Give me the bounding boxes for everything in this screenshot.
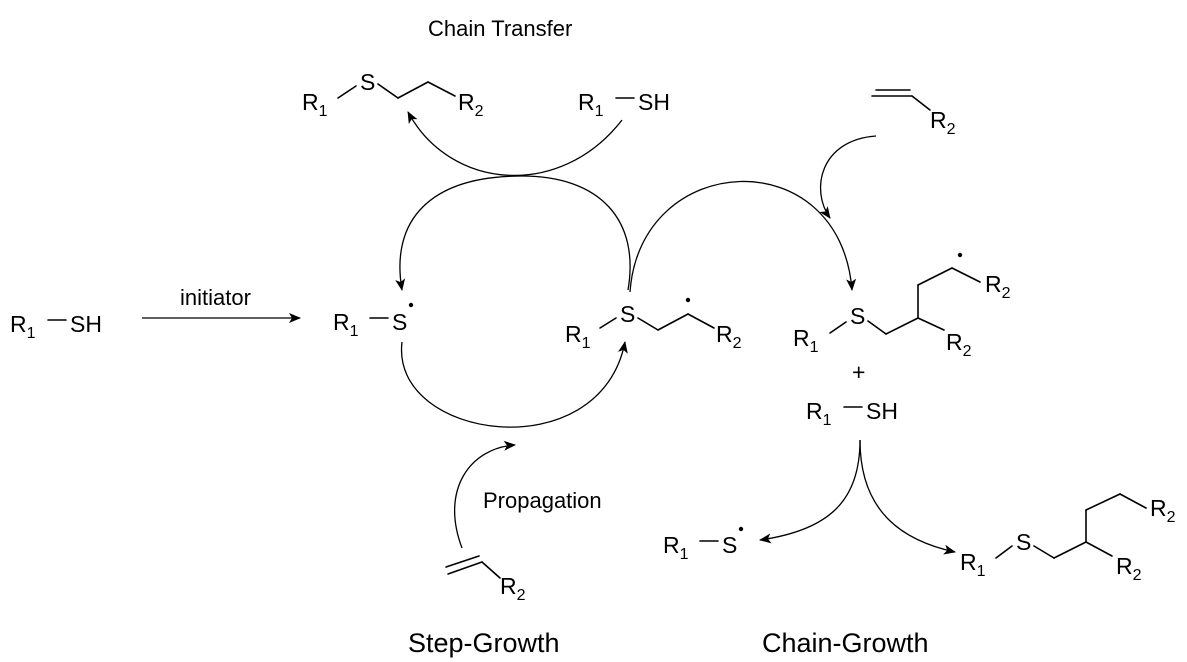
svg-text:S: S <box>392 309 407 335</box>
cycle-bottom-arrow <box>401 341 628 428</box>
carbon-radical-intermediate: R1 S R2 <box>565 297 742 352</box>
svg-text:R2: R2 <box>716 321 742 352</box>
svg-text:R2: R2 <box>930 107 956 138</box>
initiator-label: initiator <box>180 285 251 310</box>
alkene-top-right: R2 <box>871 89 956 138</box>
svg-text:S: S <box>850 303 865 329</box>
chain-transfer-arrow <box>407 111 623 176</box>
cycle-top-left-arrow <box>395 175 523 291</box>
propagation-label: Propagation <box>483 488 602 513</box>
svg-text:R1: R1 <box>793 325 819 356</box>
svg-text:S: S <box>620 301 635 327</box>
split-arrow-to-thiyl <box>759 439 861 544</box>
step-growth-title: Step-Growth <box>408 628 560 658</box>
thiol-chain-growth: R1 SH <box>806 398 898 429</box>
svg-text:R2: R2 <box>1116 553 1142 584</box>
thiol-reactant-left: R1 SH <box>10 311 102 342</box>
chain-transfer-label: Chain Transfer <box>428 16 572 41</box>
svg-text:R1: R1 <box>806 398 832 429</box>
thiyl-radical: R1 S <box>333 302 414 340</box>
alkene-feed-arrow <box>819 135 877 219</box>
propagation-alkene-arrow <box>453 440 516 549</box>
chain-growth-arrow <box>629 180 857 293</box>
alkene-bottom: R2 <box>445 555 526 604</box>
split-arrow-to-product <box>859 439 956 555</box>
radical-dot <box>957 252 963 258</box>
chain-growth-product: R1 S R2 R2 <box>960 493 1176 584</box>
thiol-chain-transfer: R1 SH <box>578 89 670 120</box>
svg-text:R2: R2 <box>985 271 1011 302</box>
svg-text:R1: R1 <box>302 89 328 120</box>
svg-text:SH: SH <box>70 311 102 337</box>
svg-text:R1: R1 <box>10 311 36 342</box>
svg-text:R2: R2 <box>1150 495 1176 526</box>
svg-text:R1: R1 <box>565 321 591 352</box>
cycle-top-right-arc <box>521 175 631 291</box>
radical-dot <box>685 297 691 303</box>
plus-sign: + <box>852 359 865 385</box>
svg-text:R1: R1 <box>333 309 359 340</box>
thiyl-radical-regenerated: R1 S <box>663 526 744 563</box>
svg-text:R1: R1 <box>663 532 689 563</box>
svg-text:R2: R2 <box>500 573 526 604</box>
radical-dot <box>408 302 414 308</box>
svg-text:S: S <box>360 69 375 95</box>
svg-text:SH: SH <box>866 398 898 424</box>
chain-growth-radical: R1 S R2 R2 <box>793 252 1011 360</box>
svg-text:R1: R1 <box>578 89 604 120</box>
chain-transfer-product: R1 S R2 <box>302 69 484 120</box>
svg-text:S: S <box>722 532 737 558</box>
radical-dot <box>738 526 744 532</box>
svg-text:SH: SH <box>638 89 670 115</box>
svg-text:R1: R1 <box>960 549 986 580</box>
svg-text:R2: R2 <box>946 329 972 360</box>
chain-growth-title: Chain-Growth <box>762 628 929 658</box>
svg-text:S: S <box>1016 529 1031 555</box>
svg-text:R2: R2 <box>458 89 484 120</box>
